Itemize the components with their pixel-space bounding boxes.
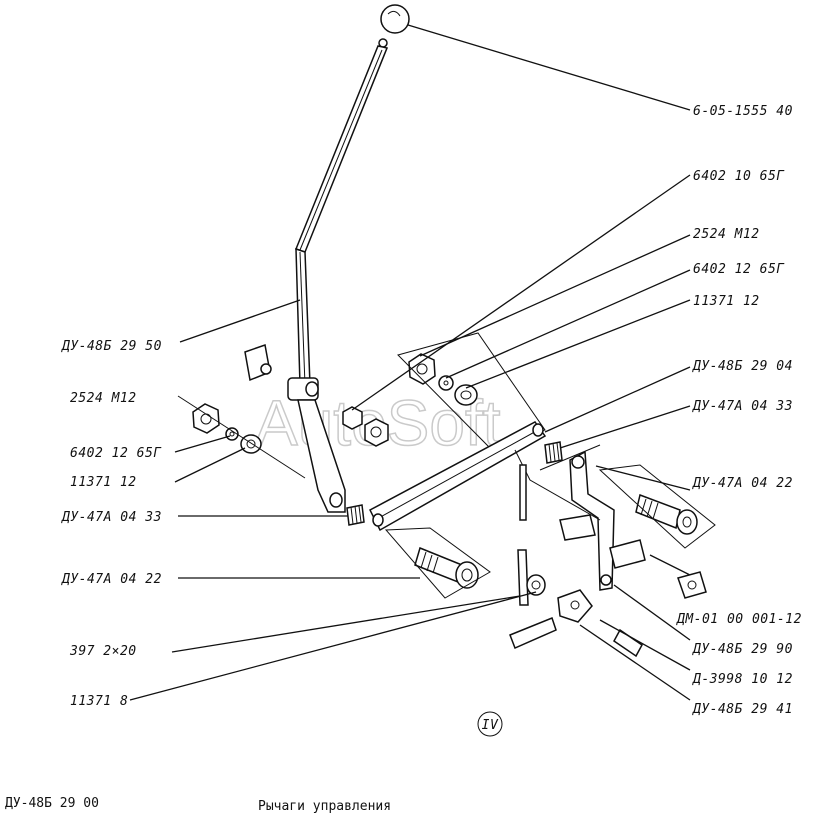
bushings [346,441,563,526]
label-bushing-right: ДУ-47А 04 33 [692,399,793,414]
bracket [514,444,646,591]
label-washer-spring-1: 6402 10 65Г [693,169,785,184]
right-pin [598,464,716,549]
leader-lines [129,24,691,701]
section-mark: IV [477,711,503,737]
label-washer-spring-left: 6402 12 65Г [70,446,162,461]
label-pin-right: ДУ-47А 04 22 [692,476,793,491]
label-pin-left: ДУ-47А 04 22 [61,572,162,587]
footer-code: ДУ-48Б 29 00 [5,796,99,811]
label-nut-m12-left: 2524 M12 [70,391,137,406]
knob [378,4,410,48]
label-rod-long: ДУ-48Б 29 04 [692,359,793,374]
label-bracket: ДУ-48Б 29 90 [692,642,793,657]
label-washer-small: 11371 8 [70,694,128,709]
small-washer-and-clevis [509,571,707,658]
footer-title: Рычаги управления [258,799,391,814]
label-knob: 6-05-1555 40 [693,104,793,119]
label-washer-spring-right: 6402 12 65Г [693,262,785,277]
main-lever [287,45,389,513]
left-small-bracket [244,344,272,382]
label-nut-m12-right: 2524 M12 [693,227,760,242]
label-lever-main: ДУ-48Б 29 50 [61,339,162,354]
section-mark-text: IV [482,718,499,733]
label-bolt-d: Д-3998 10 12 [692,672,793,687]
label-washer-left: 11371 12 [70,475,137,490]
label-bushing-left: ДУ-47А 04 33 [61,510,162,525]
left-pin [384,527,491,599]
center-nuts [342,406,389,447]
left-fasteners [177,395,306,479]
part-labels: 6-05-1555 40 6402 10 65Г 2524 M12 6402 1… [61,104,802,717]
label-washer-right: 11371 12 [693,294,760,309]
label-bolt-dm: ДМ-01 00 001-12 [676,612,802,627]
label-clevis: ДУ-48Б 29 41 [692,702,793,717]
label-cotter-pin: 397 2×20 [69,644,137,659]
long-rod [369,421,547,532]
cotter-pin [517,464,529,606]
